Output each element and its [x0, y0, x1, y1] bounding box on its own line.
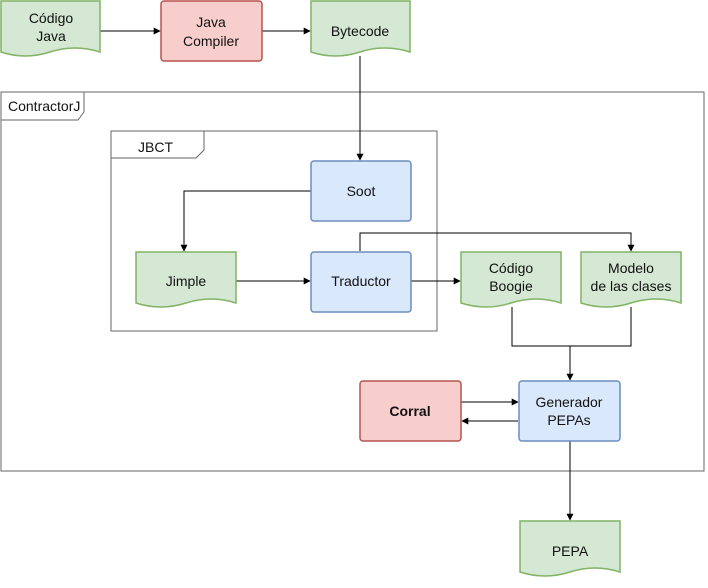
svg-text:Compiler: Compiler: [183, 33, 239, 49]
svg-text:Corral: Corral: [389, 403, 430, 419]
edge-traductor-to-modelo: [359, 232, 635, 252]
jbct-container: JBCT: [110, 130, 438, 332]
node-generador-pepas: Generador PEPAs: [518, 380, 621, 442]
svg-text:Boogie: Boogie: [489, 278, 533, 294]
svg-text:Java: Java: [196, 14, 226, 30]
svg-text:Bytecode: Bytecode: [331, 23, 390, 39]
svg-text:Traductor: Traductor: [331, 273, 391, 289]
node-codigo-java: Código Java: [0, 0, 101, 57]
node-pepa: PEPA: [519, 520, 621, 577]
svg-text:PEPA: PEPA: [552, 543, 589, 559]
svg-text:Java: Java: [36, 28, 66, 44]
node-corral: Corral: [359, 380, 462, 442]
svg-text:PEPAs: PEPAs: [547, 412, 590, 428]
jbct-label: JBCT: [138, 139, 173, 155]
svg-text:Soot: Soot: [347, 183, 376, 199]
contractorj-label: ContractorJ: [8, 98, 80, 114]
node-jimple: Jimple: [135, 251, 237, 308]
node-soot: Soot: [310, 160, 412, 222]
node-java-compiler: Java Compiler: [160, 0, 263, 62]
svg-text:Generador: Generador: [536, 394, 603, 410]
svg-text:de las clases: de las clases: [591, 278, 672, 294]
node-modelo-clases: Modelo de las clases: [580, 251, 682, 308]
node-traductor: Traductor: [310, 251, 412, 313]
svg-text:Modelo: Modelo: [608, 260, 654, 276]
svg-text:Código: Código: [489, 260, 534, 276]
svg-text:Jimple: Jimple: [166, 273, 207, 289]
node-codigo-boogie: Código Boogie: [460, 251, 562, 308]
edges: [100, 27, 635, 521]
node-bytecode: Bytecode: [310, 0, 411, 57]
edge-boogie-merge: [511, 307, 570, 347]
edge-soot-to-jimple: [180, 190, 311, 252]
contractorj-container: ContractorJ: [0, 91, 705, 472]
edge-modelo-merge: [570, 307, 632, 347]
svg-text:Código: Código: [29, 10, 74, 26]
